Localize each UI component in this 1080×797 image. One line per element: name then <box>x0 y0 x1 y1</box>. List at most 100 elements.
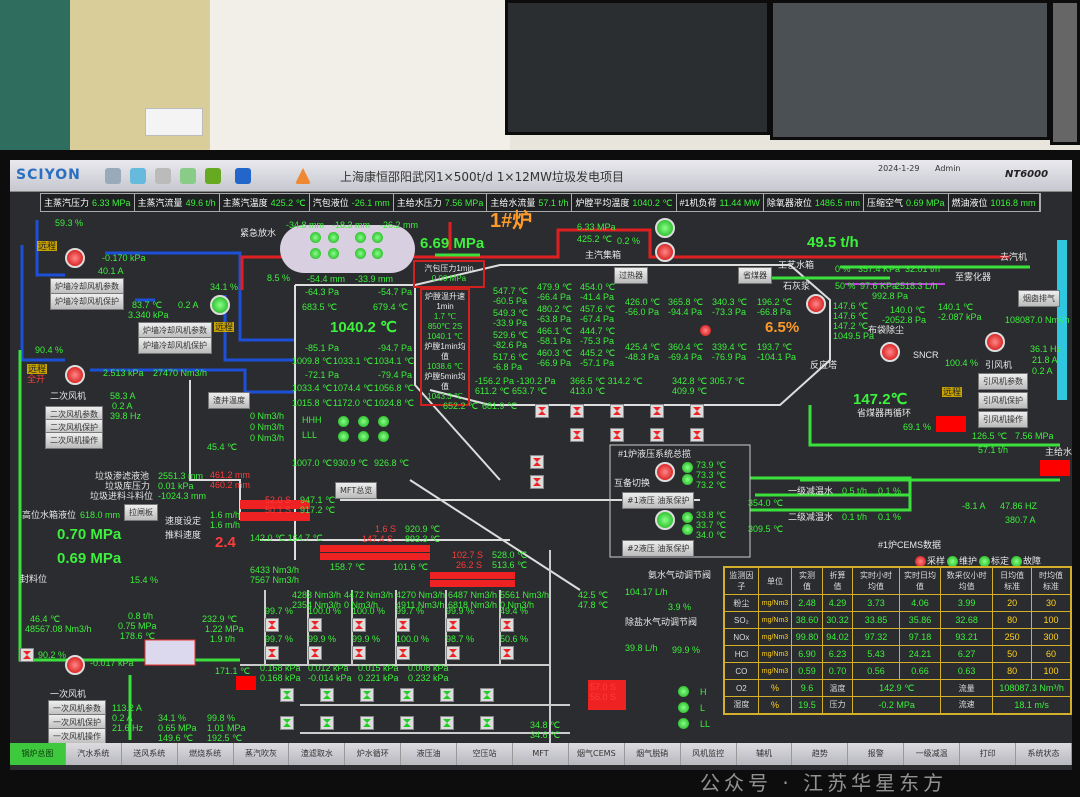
right-eco-value: 省煤器再循环 <box>857 408 912 418</box>
right-btns-1-button[interactable]: 引风机保护 <box>978 392 1028 409</box>
tab-2[interactable]: 送风系统 <box>122 743 178 765</box>
feed-p1-value: 0.70 MPa <box>57 526 122 543</box>
cems-cell: 99.80 <box>791 628 823 646</box>
damper-valve-icon[interactable] <box>610 428 624 442</box>
toolbar-icon[interactable] <box>105 168 121 184</box>
grate-valve-icon[interactable] <box>360 688 374 702</box>
tab-11[interactable]: 烟气脱硝 <box>625 743 681 765</box>
damper-valve-icon[interactable] <box>308 646 322 660</box>
damper-valve-icon[interactable] <box>20 648 34 662</box>
grate-valve-icon[interactable] <box>480 716 494 730</box>
grate-valve-icon[interactable] <box>280 688 294 702</box>
damper-valve-icon[interactable] <box>650 404 664 418</box>
pump-icon[interactable] <box>655 242 675 262</box>
pump-icon[interactable] <box>655 218 675 238</box>
tab-17[interactable]: 打印 <box>960 743 1017 765</box>
tab-10[interactable]: 烟气CEMS <box>569 743 625 765</box>
tab-6[interactable]: 炉水循环 <box>345 743 402 765</box>
tab-15[interactable]: 报警 <box>848 743 905 765</box>
damper-valve-icon[interactable] <box>446 646 460 660</box>
tab-7[interactable]: 液压油 <box>401 743 458 765</box>
tab-14[interactable]: 趋势 <box>792 743 849 765</box>
tab-12[interactable]: 风机监控 <box>681 743 737 765</box>
alarm-indicator[interactable] <box>936 416 966 432</box>
furnace-t2-value: 679.4 ℃ <box>373 302 409 312</box>
alarm-indicator[interactable] <box>236 676 256 690</box>
damper-valve-icon[interactable] <box>570 428 584 442</box>
feed-fire_btn-button[interactable]: MFT总览 <box>335 482 378 499</box>
damper-valve-icon[interactable] <box>446 618 460 632</box>
pump-icon[interactable] <box>985 332 1005 352</box>
damper-valve-icon[interactable] <box>530 455 544 469</box>
damper-valve-icon[interactable] <box>500 646 514 660</box>
toolbar-icon[interactable] <box>180 168 196 184</box>
tab-9[interactable]: MFT <box>513 743 569 765</box>
furnace-slag_btn-button[interactable]: 渣井温度 <box>208 392 250 409</box>
pump-icon[interactable] <box>655 462 675 482</box>
right-stack_btn-button[interactable]: 烟囱排气 <box>1018 290 1060 307</box>
tab-8[interactable]: 空压站 <box>457 743 514 765</box>
right-btns-0-button[interactable]: 引风机参数 <box>978 373 1028 390</box>
damper-valve-icon[interactable] <box>396 646 410 660</box>
damper-valve-icon[interactable] <box>530 475 544 489</box>
grate-valve-icon[interactable] <box>480 688 494 702</box>
grate-valve-icon[interactable] <box>360 716 374 730</box>
tab-4[interactable]: 蒸汽吹灰 <box>234 743 290 765</box>
damper-valve-icon[interactable] <box>352 618 366 632</box>
tab-5[interactable]: 渣滤取水 <box>289 743 346 765</box>
tab-0[interactable]: 锅炉总图 <box>10 743 66 765</box>
pump-icon[interactable] <box>210 295 230 315</box>
grate-valve-icon[interactable] <box>320 716 334 730</box>
tab-13[interactable]: 辅机 <box>737 743 793 765</box>
pump-icon[interactable] <box>65 365 85 385</box>
flue-btn2-button[interactable]: 省煤器 <box>738 267 772 284</box>
pump-icon[interactable] <box>65 655 85 675</box>
damper-valve-icon[interactable] <box>650 428 664 442</box>
damper-valve-icon[interactable] <box>690 404 704 418</box>
pump-icon[interactable] <box>806 294 826 314</box>
tab-16[interactable]: 一级减温 <box>904 743 961 765</box>
pump-icon[interactable] <box>65 248 85 268</box>
hydraulic-btn1-button[interactable]: #1液压 油泵保护 <box>622 492 695 509</box>
toolbar-icon[interactable] <box>130 168 146 184</box>
pump-icon[interactable] <box>655 510 675 530</box>
right-fw_open-value: 69.1 % <box>903 422 932 432</box>
left-btns-1-button[interactable]: 炉墙冷却风机保护 <box>50 293 124 310</box>
grate-valve-icon[interactable] <box>320 688 334 702</box>
grate-valve-icon[interactable] <box>440 688 454 702</box>
grate-kp-5-value: 0.221 kPa <box>358 673 399 683</box>
damper-valve-icon[interactable] <box>396 618 410 632</box>
left-btns-6-button[interactable]: 二次风机操作 <box>45 432 103 449</box>
alarm-indicator[interactable] <box>1040 460 1070 476</box>
toolbar-icon[interactable] <box>235 168 251 184</box>
tab-1[interactable]: 汽水系统 <box>66 743 122 765</box>
damper-valve-icon[interactable] <box>265 646 279 660</box>
grate-valve-icon[interactable] <box>440 716 454 730</box>
feed-btn-button[interactable]: 拉闸板 <box>124 504 158 521</box>
damper-valve-icon[interactable] <box>352 646 366 660</box>
damper-valve-icon[interactable] <box>265 618 279 632</box>
tab-3[interactable]: 燃烧系统 <box>178 743 234 765</box>
damper-valve-icon[interactable] <box>308 618 322 632</box>
grate-valve-icon[interactable] <box>400 716 414 730</box>
pump-icon[interactable] <box>880 342 900 362</box>
furnace-slag_temp-value: 45.4 ℃ <box>207 442 238 452</box>
damper-valve-icon[interactable] <box>610 404 624 418</box>
damper-valve-icon[interactable] <box>500 618 514 632</box>
tab-18[interactable]: 系统状态 <box>1016 743 1072 765</box>
hydraulic-btn2-button[interactable]: #2液压 油泵保护 <box>622 540 695 557</box>
cems-cell: 100 <box>1031 662 1072 680</box>
left-btns-3-button[interactable]: 炉墙冷却风机保护 <box>138 337 212 354</box>
damper-valve-icon[interactable] <box>690 428 704 442</box>
grate-valve-icon[interactable] <box>400 688 414 702</box>
right-btns-2-button[interactable]: 引风机操作 <box>978 411 1028 428</box>
flue-btn1-button[interactable]: 过热器 <box>614 267 648 284</box>
damper-valve-icon[interactable] <box>535 404 549 418</box>
toolbar-icon[interactable] <box>205 168 221 184</box>
left-btns-5-button[interactable]: 二次风机保护 <box>45 419 103 436</box>
right-id_hz-value: 36.1 Hz <box>1030 344 1062 354</box>
damper-valve-icon[interactable] <box>570 404 584 418</box>
grate-valve-icon[interactable] <box>280 716 294 730</box>
toolbar-icon[interactable] <box>155 168 171 184</box>
